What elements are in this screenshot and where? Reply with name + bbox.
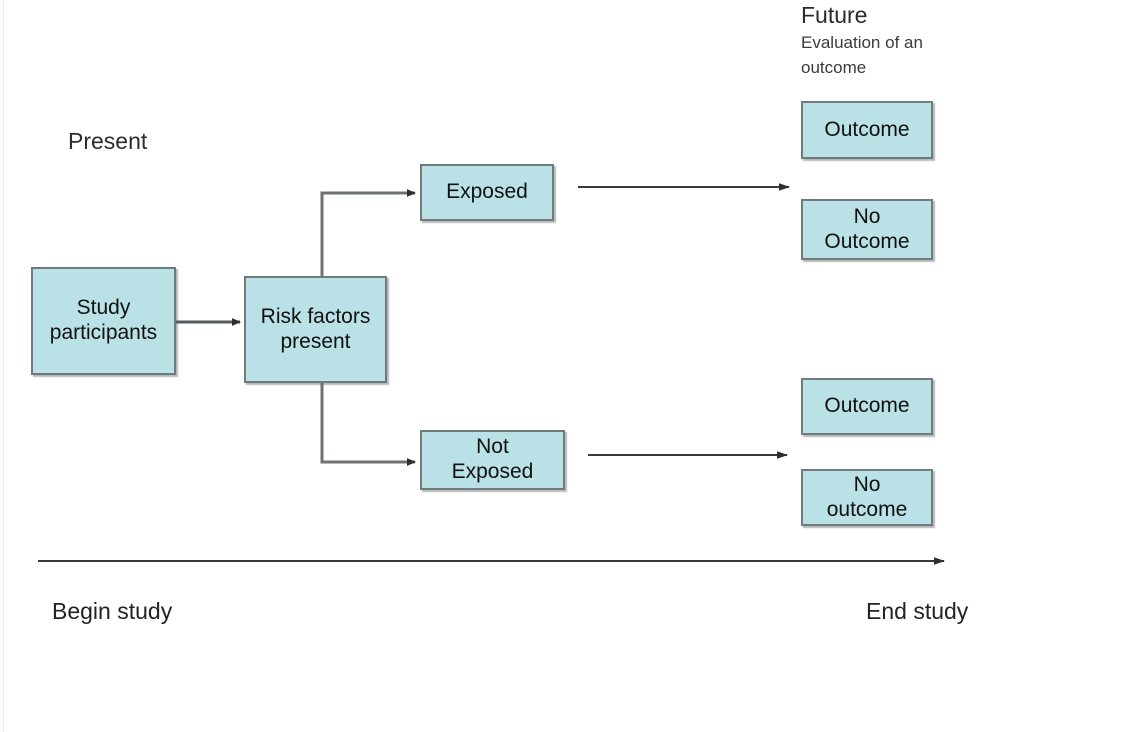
connector-risk-to-exposed <box>320 189 416 276</box>
page-left-rule <box>3 0 4 732</box>
node-study-participants[interactable]: Study participants <box>31 267 176 375</box>
node-exposed[interactable]: Exposed <box>420 164 554 221</box>
present-label: Present <box>68 128 148 154</box>
node-outcome-not-exposed[interactable]: Outcome <box>801 378 933 435</box>
connector-risk-to-not-exposed <box>320 383 416 466</box>
node-no-outcome-not-exposed[interactable]: No outcome <box>801 469 933 526</box>
future-subtitle: Evaluation of an outcome <box>801 33 923 77</box>
future-heading: Future <box>801 2 868 28</box>
node-not-exposed[interactable]: Not Exposed <box>420 430 565 490</box>
timeline-begin-label: Begin study <box>52 598 173 624</box>
node-no-outcome-exposed[interactable]: No Outcome <box>801 199 933 260</box>
node-risk-factors-present[interactable]: Risk factors present <box>244 276 387 383</box>
timeline-end-label: End study <box>866 598 969 624</box>
node-outcome-exposed[interactable]: Outcome <box>801 101 933 159</box>
